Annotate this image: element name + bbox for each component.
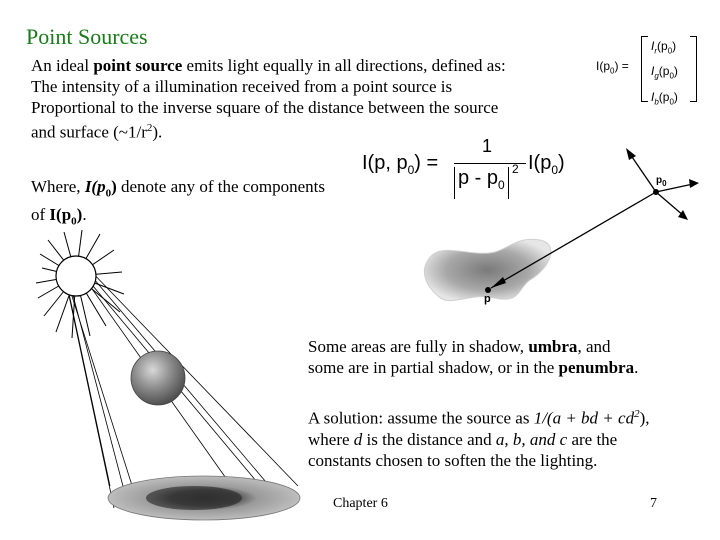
inverse-square-formula: I(p, p0) = 1 p - p0 2 I(p0) — [362, 136, 582, 206]
intro-text: An ideal — [31, 56, 94, 75]
light-ray — [490, 191, 657, 289]
denominator-exponent: 2 — [512, 162, 519, 176]
component-b: Ib(p0) — [651, 89, 678, 107]
arrowhead-down-right — [678, 210, 688, 220]
attenuation-formula: 1/(a + bd + cd — [533, 408, 635, 428]
surface-shape — [423, 238, 552, 302]
shadow-diagram — [35, 229, 301, 521]
inverse-rhs: I(p0) — [528, 152, 565, 177]
intro-text: emits light equally in all directions, d… — [182, 56, 506, 75]
left-bracket — [641, 36, 648, 102]
intro-text: Proportional to the inverse square of th… — [31, 98, 499, 117]
label-p: p — [484, 293, 491, 305]
shadow-paragraph: Some areas are fully in shadow, umbra, a… — [308, 337, 639, 377]
penumbra-term: penumbra — [558, 358, 635, 377]
point-p0 — [653, 189, 659, 195]
ray-down-right — [655, 191, 685, 217]
fraction-numerator: 1 — [482, 136, 493, 156]
ray-arrowhead — [491, 277, 506, 288]
point-p — [485, 287, 491, 293]
intro-text: The intensity of a illumination received… — [31, 77, 453, 96]
umbra-region — [146, 486, 242, 510]
component-g: Ig(p0) — [651, 64, 678, 81]
page-number: 7 — [650, 496, 657, 511]
intro-text: ). — [152, 122, 163, 142]
right-bracket — [690, 36, 697, 102]
arrowhead-right — [689, 179, 699, 188]
sun-icon — [55, 255, 97, 297]
fraction-denominator: p - p0 — [454, 167, 509, 199]
footer-chapter: Chapter 6 — [333, 496, 388, 511]
ray-right — [655, 183, 694, 193]
vector-lhs: I(p0) = — [596, 59, 629, 76]
slide-title: Point Sources — [26, 24, 148, 49]
where-paragraph: Where, I(p0) denote any of the component… — [31, 177, 325, 228]
component-r: Ir(p0) — [651, 39, 677, 56]
inverse-lhs: I(p, p0) = — [362, 152, 439, 177]
vector-components: Ir(p0) Ig(p0) Ib(p0) — [651, 36, 678, 112]
arrowhead-up-left — [626, 148, 636, 160]
vector-formula: I(p0) = Ir(p0) Ig(p0) Ib(p0) — [596, 34, 701, 106]
point-source-term: point source — [93, 56, 183, 75]
solution-paragraph: A solution: assume the source as 1/(a + … — [308, 408, 650, 470]
fraction-bar — [454, 163, 526, 164]
ray-up-left — [629, 153, 657, 193]
exponent: 2 — [146, 122, 153, 134]
umbra-term: umbra — [528, 337, 578, 356]
intro-text: and surface (~1/r — [31, 122, 147, 142]
label-p0: p0 — [656, 175, 667, 188]
intro-paragraph: An ideal point source emits light equall… — [31, 55, 601, 143]
point-source-diagram: p0 p — [423, 148, 699, 305]
occluder-sphere — [130, 350, 186, 406]
